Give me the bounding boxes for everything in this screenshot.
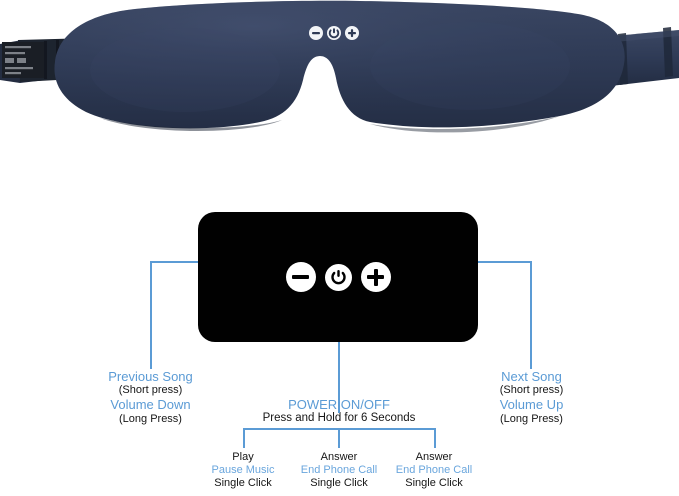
label-previous-song-title: Previous Song: [108, 369, 193, 384]
connector-line-left-vertical: [150, 261, 152, 369]
label-play-line1: Play: [232, 451, 254, 463]
label-volume-up-sub: (Long Press): [500, 412, 563, 425]
power-button[interactable]: [324, 263, 352, 291]
product-photo: [0, 0, 679, 160]
control-panel-buttons: [198, 262, 478, 292]
mask-control-icons: [309, 26, 359, 40]
control-panel: [198, 212, 478, 342]
connector-line-right-vertical: [530, 261, 532, 369]
label-previous-song-sub: (Short press): [118, 384, 183, 397]
label-answer1-line3: Single Click: [310, 476, 368, 489]
label-answer-end-call-center: Answer End Phone Call Single Click: [289, 451, 389, 490]
mask-body: [54, 0, 625, 133]
label-answer1-line1: Answer: [320, 451, 358, 463]
label-play-line3: Single Click: [214, 476, 272, 489]
label-previous-song: Previous Song (Short press) Volume Down …: [78, 369, 223, 426]
label-volume-up-title: Volume Up: [499, 397, 564, 413]
minus-button[interactable]: [285, 262, 316, 292]
minus-button[interactable]: [309, 26, 323, 40]
label-play-line2: Pause Music: [211, 463, 275, 476]
power-icon: [330, 269, 346, 284]
label-play-pause: Play Pause Music Single Click: [193, 451, 293, 490]
label-volume-down-title: Volume Down: [110, 397, 191, 413]
power-button[interactable]: [327, 26, 341, 40]
label-answer2-line3: Single Click: [405, 476, 463, 489]
label-next-song-title: Next Song: [501, 369, 562, 384]
bracket-stem-right: [434, 428, 436, 448]
label-power-subtitle: Press and Hold for 6 Seconds: [262, 412, 416, 425]
plus-icon-vertical: [373, 268, 378, 286]
plus-button[interactable]: [345, 26, 359, 40]
eye-mask-illustration: [0, 0, 679, 133]
minus-icon: [292, 275, 309, 279]
label-answer-end-call-right: Answer End Phone Call Single Click: [384, 451, 484, 490]
label-answer1-line2: End Phone Call: [300, 463, 378, 476]
label-next-song-sub: (Short press): [499, 384, 564, 397]
label-volume-down-sub: (Long Press): [119, 412, 182, 425]
bracket-stem-left: [243, 428, 245, 448]
label-answer2-line2: End Phone Call: [395, 463, 473, 476]
bracket-stem-center: [338, 428, 340, 448]
label-answer2-line1: Answer: [415, 451, 453, 463]
control-diagram: Previous Song (Short press) Volume Down …: [0, 160, 679, 496]
plus-button[interactable]: [360, 262, 391, 292]
label-next-song: Next Song (Short press) Volume Up (Long …: [459, 369, 604, 426]
